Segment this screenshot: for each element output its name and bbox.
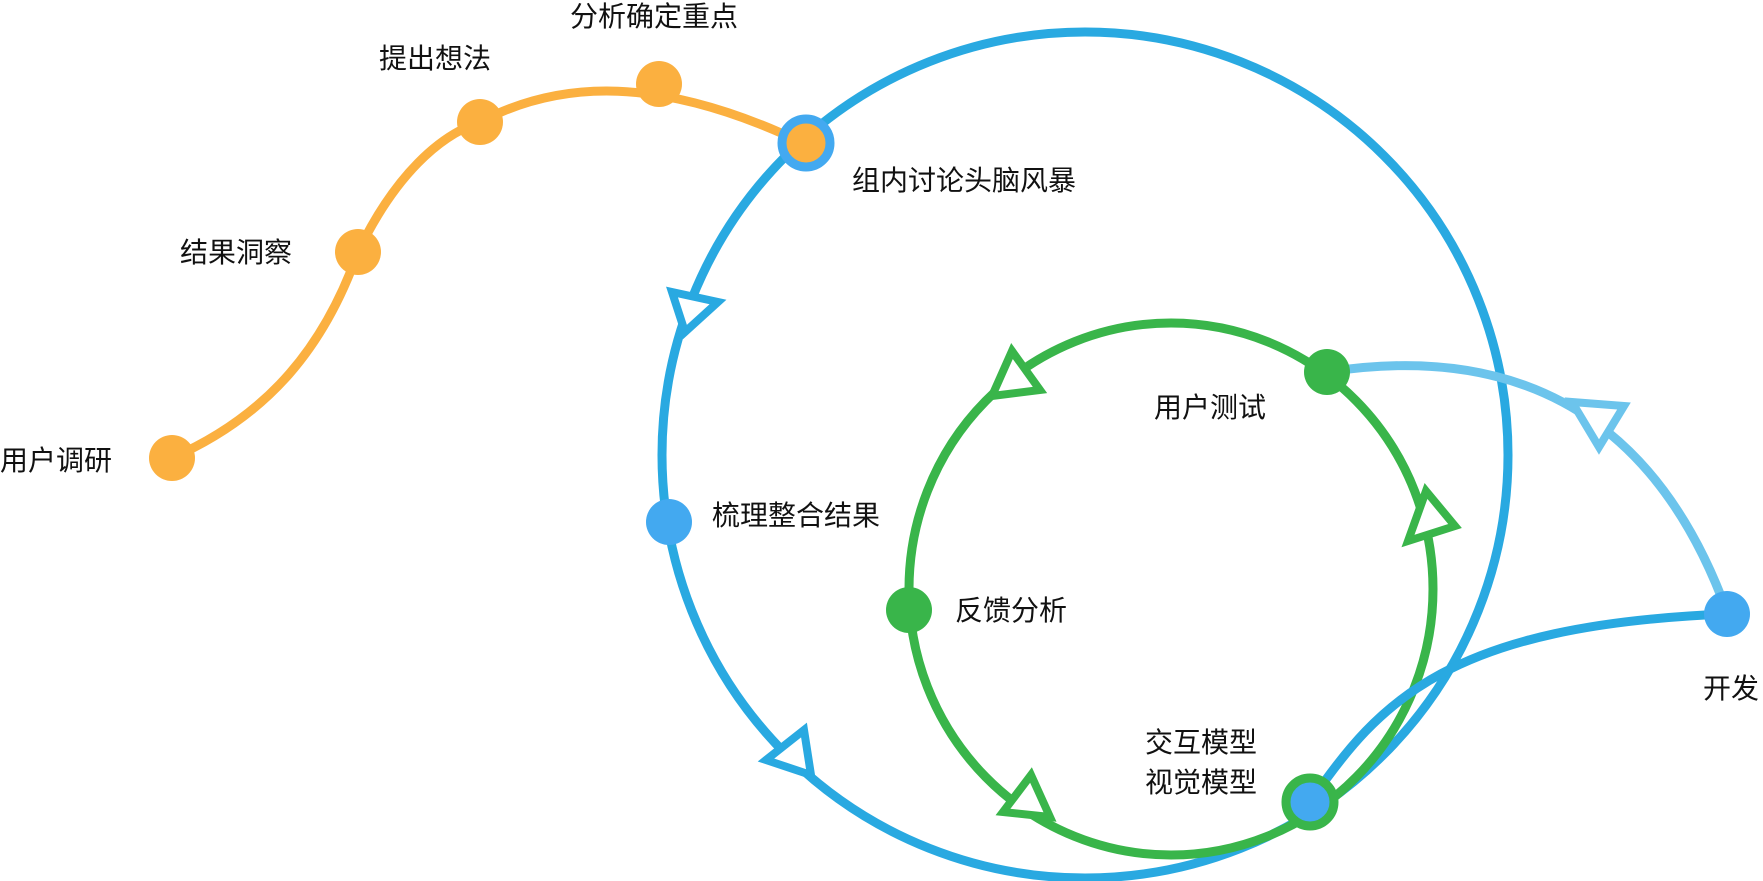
- label-brainstorm: 组内讨论头脑风暴: [852, 164, 1076, 197]
- design-loop-circle: [657, 27, 1513, 881]
- label-analyze: 分析确定重点: [570, 0, 738, 33]
- design-loop-arrow-lower-left: [757, 722, 816, 781]
- iteration-loop-arrow-right: [1401, 483, 1462, 548]
- iteration-loop-arrow-bottom: [995, 767, 1057, 822]
- design-loop: [646, 27, 1513, 881]
- research-path: [149, 61, 808, 481]
- test-to-develop-path: [1322, 361, 1732, 617]
- label-propose: 提出想法: [379, 42, 491, 75]
- iteration-loop: [886, 318, 1462, 860]
- brainstorm-node: [777, 114, 835, 172]
- research-path-line: [167, 86, 808, 463]
- iteration-loop-arrow-top: [985, 342, 1048, 401]
- feedback-node: [886, 587, 932, 633]
- label-develop: 开发: [1703, 672, 1759, 705]
- analyze-node: [636, 61, 682, 107]
- label-feedback: 反馈分析: [955, 594, 1067, 627]
- label-user-test: 用户测试: [1154, 391, 1266, 424]
- model-to-develop-path: [1281, 591, 1750, 831]
- user-research-node: [149, 435, 195, 481]
- user-test-node: [1304, 349, 1350, 395]
- label-organize: 梳理整合结果: [712, 499, 880, 532]
- propose-node: [457, 99, 503, 145]
- labels: 用户调研 结果洞察 提出想法 分析确定重点 组内讨论头脑风暴 梳理整合结果 反馈…: [0, 0, 1759, 799]
- label-interaction-model: 交互模型: [1145, 726, 1257, 759]
- develop-node: [1704, 591, 1750, 637]
- design-loop-arrow-upper-left: [666, 286, 727, 340]
- model-to-develop-line: [1305, 609, 1732, 807]
- test-to-develop-arrow: [1564, 397, 1631, 455]
- test-to-develop-line: [1322, 361, 1732, 617]
- label-user-research: 用户调研: [0, 444, 112, 477]
- insight-node: [335, 229, 381, 275]
- label-insight: 结果洞察: [180, 236, 292, 269]
- model-node: [1281, 773, 1339, 831]
- label-visual-model: 视觉模型: [1145, 766, 1257, 799]
- organize-node: [646, 499, 692, 545]
